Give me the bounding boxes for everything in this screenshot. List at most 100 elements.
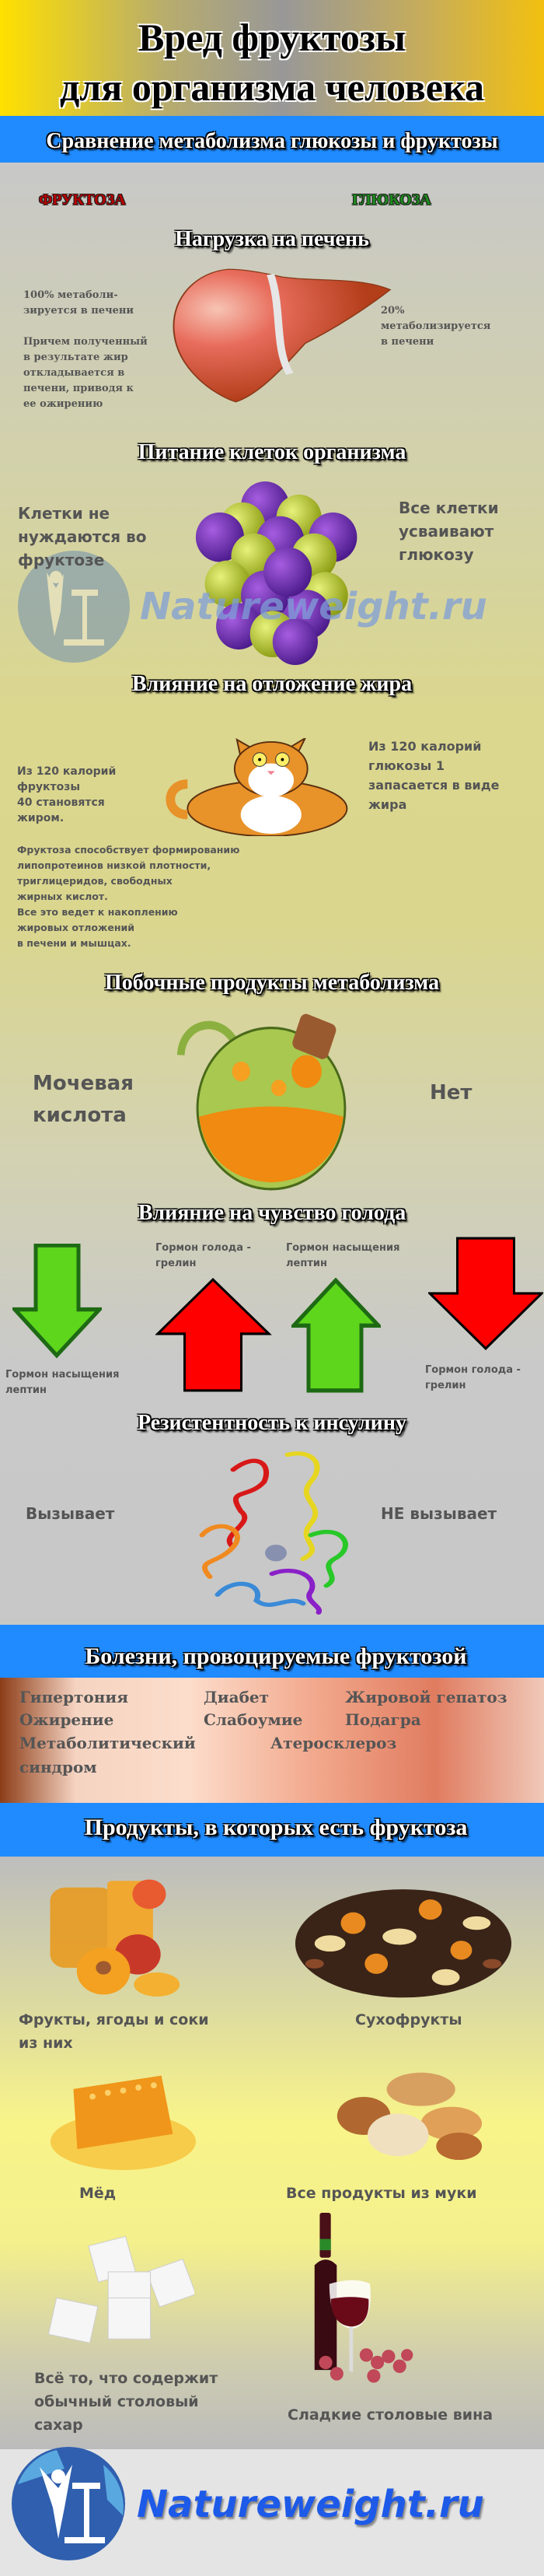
watermark-logo-icon [18, 551, 130, 663]
background-upper [0, 163, 544, 1625]
text-line: Гормон насыщения [5, 1369, 120, 1381]
wine-image [314, 2213, 413, 2383]
text-line: жировых отложений [17, 922, 135, 933]
protein-structure-illustration [199, 1451, 348, 1615]
text-line: Из 120 калорий [17, 765, 117, 778]
product-label-honey: Мёд [79, 2185, 117, 2202]
page-title-line1: Вред фруктозы [138, 16, 406, 59]
product-label-flour: Все продукты из муки [286, 2185, 477, 2202]
disease-item: синдром [19, 1758, 97, 1776]
text-line: липопротеинов низкой плотности, [17, 859, 211, 871]
text-line: триглицеридов, свободных [17, 875, 173, 887]
fat-heading: Влияние на отложение жира [131, 672, 413, 696]
section-band-comparison [0, 116, 544, 163]
page-title-line2: для организма человека [59, 65, 485, 109]
text-line: Гормон голода - [155, 1242, 251, 1254]
liver-illustration [173, 268, 392, 403]
text-line: печени, приводя к [23, 383, 134, 394]
disease-item: Жировой гепатоз [345, 1688, 507, 1706]
product-label-sugar: Всё то, что содержит обычный столовый саха… [34, 2367, 218, 2437]
text-line: в печени и мышцах. [17, 937, 131, 949]
disease-item: Ожирение [19, 1710, 114, 1729]
leptin-down-label: Гормон насыщения лептин [5, 1367, 119, 1398]
arrow-up-green-icon [291, 1278, 381, 1393]
text-line: в печени [381, 336, 434, 348]
text-line: Гормон голода - [425, 1364, 521, 1376]
arrow-down-red-icon [428, 1237, 543, 1350]
text-line: фруктозе [18, 551, 105, 569]
ghrelin-up-label: Гормон голода - грелин [155, 1241, 251, 1272]
fat-fructose-text: Из 120 калорий фруктозы 40 становятся жиром… [17, 764, 116, 826]
cells-heading: Питание клеток организма [138, 440, 406, 464]
product-label-wine: Сладкие столовые вина [288, 2406, 493, 2424]
text-line: Всё то, что содержит [34, 2370, 218, 2387]
watermark-text: Natureweight.ru [140, 585, 487, 628]
text-line: Из 120 калорий [368, 739, 482, 754]
product-label-dried-fruits: Сухофрукты [355, 2011, 462, 2028]
byproducts-glucose-text: Нет [430, 1081, 473, 1104]
product-label-fruits: Фрукты, ягоды и соки из них [19, 2008, 209, 2055]
section-band-diseases [0, 1625, 544, 1678]
glucose-label: ГЛЮКОЗА [352, 191, 431, 208]
text-line: Фрукты, ягоды и соки [19, 2011, 209, 2028]
text-line: 40 становятся [17, 796, 105, 809]
juice-peaches-image [50, 1879, 180, 1997]
diseases-heading: Болезни, провоцируемые фруктозой [85, 1643, 467, 1669]
fructose-label: ФРУКТОЗА [39, 191, 126, 208]
text-line: ее ожирению [23, 398, 103, 410]
text-line: в результате жир [23, 352, 128, 363]
text-line: лептин [286, 1258, 327, 1269]
disease-item: Гипертония [19, 1688, 128, 1706]
footer-logo-icon [12, 2447, 125, 2560]
bread-image [337, 2072, 483, 2161]
text-line: 100% метаболи- [23, 289, 118, 301]
text-line: обычный столовый [34, 2393, 199, 2410]
text-line: запасается в виде [368, 778, 500, 793]
text-line: откладывается в [23, 367, 125, 379]
liver-fructose-text: 100% метаболи-зируется в печени [23, 288, 134, 319]
text-line: Фруктоза способствует формированию [17, 844, 240, 856]
insulin-heading: Резистентность к инсулину [138, 1411, 406, 1435]
dried-fruits-image [295, 1889, 512, 1998]
arrow-up-red-icon [155, 1278, 272, 1392]
disease-item: Метаболитический [19, 1734, 196, 1752]
fat-note: Фруктоза способствует формированию липопр… [17, 842, 239, 951]
text-line: из них [19, 2035, 73, 2052]
text-line: Клетки не [18, 504, 110, 523]
molecule-illustration [195, 481, 357, 665]
text-line: грелин [155, 1258, 197, 1269]
text-line: фруктозы [17, 781, 81, 793]
title-banner [0, 0, 544, 116]
text-line: глюкозу [399, 545, 474, 564]
text-line: Мочевая [33, 1072, 134, 1095]
text-line: жиром. [17, 812, 65, 824]
text-line: Все это ведет к накоплению [17, 906, 178, 918]
honey-image [50, 2075, 196, 2171]
diseases-list: Гипертония Диабет Жировой гепатоз Ожирен… [0, 1678, 544, 1803]
products-heading: Продукты, в которых есть фруктоза [84, 1815, 468, 1840]
footer-logo-text: Natureweight.ru [137, 2483, 484, 2526]
text-line: зируется в печени [23, 305, 134, 317]
disease-item: Атеросклероз [270, 1734, 397, 1752]
liver-heading: Нагрузка на печень [175, 227, 369, 251]
leptin-up-label: Гормон насыщения лептин [286, 1241, 399, 1272]
section-band-products [0, 1803, 544, 1857]
byproducts-heading: Побочные продукты метаболизма [104, 971, 440, 995]
insulin-glucose-text: НЕ вызывает [381, 1504, 497, 1523]
disease-item: Слабоумие [204, 1710, 303, 1729]
text-line: глюкозы 1 [368, 758, 445, 773]
text-line: лептин [5, 1384, 47, 1396]
text-line: Все клетки [399, 499, 499, 517]
text-line: Причем полученный [23, 336, 148, 348]
disease-item: Подагра [345, 1710, 421, 1729]
ghrelin-down-label: Гормон голода -грелин [425, 1363, 521, 1394]
text-line: метаболизируется [381, 320, 491, 332]
text-line: сахар [34, 2417, 83, 2434]
hunger-heading: Влияние на чувство голода [138, 1201, 406, 1225]
text-line: жира [368, 797, 407, 812]
insulin-fructose-text: Вызывает [26, 1504, 115, 1523]
text-line: Гормон насыщения [286, 1242, 400, 1254]
